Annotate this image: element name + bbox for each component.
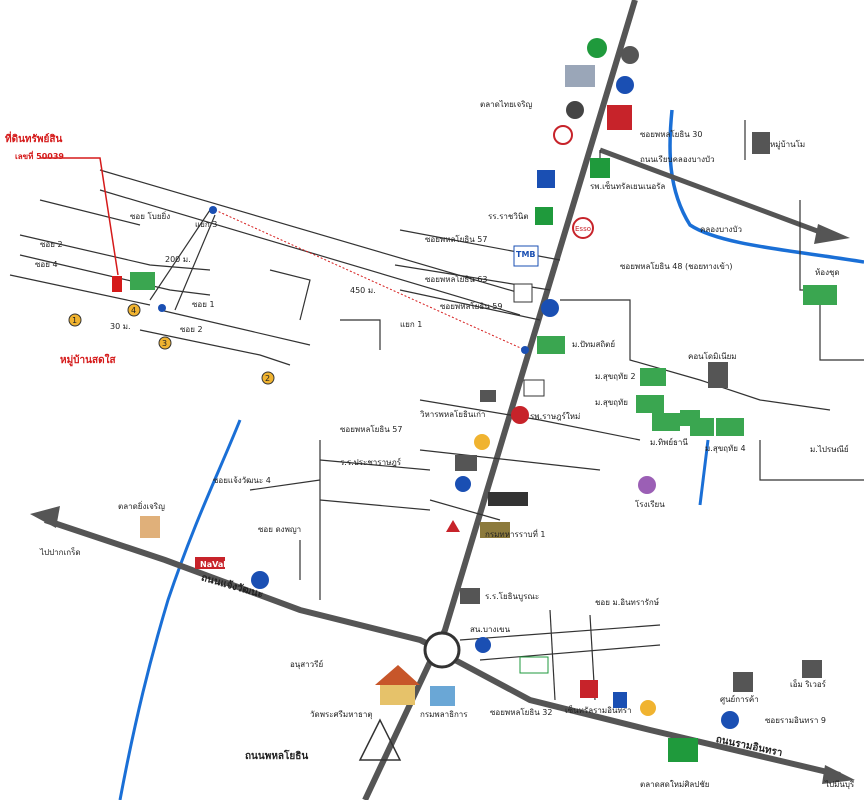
property-pointer	[40, 157, 119, 276]
hospital-label: รพ.เซ็นทรัลเยนเนอรัล	[590, 182, 666, 191]
school-label: รร.ราชวินิต	[488, 212, 529, 221]
phahonyothin-label: ถนนพหลโยธิน	[245, 751, 309, 762]
big-c-label: สน.บางเขน	[470, 625, 511, 634]
soi30-label: ซอยพหลโยธิน 30	[640, 130, 703, 139]
village-label: หมู่บ้านสดใส	[60, 355, 116, 366]
poi-markers	[68, 38, 822, 762]
village-icons	[130, 272, 837, 436]
esso-logo: Esso	[575, 225, 591, 233]
wat-phra-label: วัดพระศรีมหาธาตุ	[310, 710, 373, 719]
soi4-left-label: ซอย 4	[35, 260, 58, 269]
moo3-label: ม.สุขฤทัย	[595, 398, 628, 407]
monument-label: อนุสาวรีย์	[290, 660, 324, 669]
to-pakkret-label: ไปปากเกร็ด	[40, 548, 81, 557]
arrow-west	[30, 506, 60, 528]
to-minburi-label: ไปมีนบุรี	[825, 780, 855, 789]
soi63-label: ซอยพหลโยธิน 63	[425, 275, 488, 284]
poi-number-1: 1	[72, 316, 78, 325]
tmb-logo: TMB	[516, 250, 536, 259]
roundabout	[423, 631, 461, 669]
rrr-label: รพ.ราษฎร์ใหม่	[530, 412, 581, 421]
big-m-label: กรมพลาธิการ	[420, 710, 468, 719]
village-east-label: หมู่บ้านโม	[770, 140, 806, 149]
hospital-b-label: ตลาดยิ่งเจริญ	[118, 502, 165, 511]
road-ramintra	[453, 657, 841, 778]
dept-label: กรมทหารราบที่ 1	[485, 530, 546, 539]
property-marker	[112, 276, 122, 292]
school4-label: ร.ร.โยธินบูรณะ	[485, 592, 540, 601]
soi2-label: ซอย 2	[180, 325, 203, 334]
soi-neighbor-label: ซอย โบยยิ่ง	[130, 212, 171, 221]
canal-east	[668, 109, 864, 264]
canal-road-label: ถนนเรียบคลองบางบัว	[640, 155, 715, 164]
soi59-label: ซอยพหลโยธิน 59	[440, 302, 503, 311]
market-condo-label: คอนโดมิเนียม	[688, 352, 737, 361]
road-alt-label: แยก 1	[400, 320, 423, 329]
moo-far-label: ม.ไปรษณีย์	[810, 445, 849, 454]
distance-30: 30 ม.	[110, 322, 131, 331]
soi57-label: ซอยพหลโยธิน 57	[425, 235, 488, 244]
moo-south-label: ม.สุขฤทัย 4	[705, 444, 746, 453]
poi-number-2: 2	[265, 374, 271, 383]
moo-nine-label: ม.ทิพย์ธานี	[650, 438, 688, 447]
arrow-east-canal	[814, 224, 850, 244]
road-canal	[599, 147, 821, 235]
soi-wattana3-label: ซอย ดงพญา	[258, 525, 302, 534]
distance-200: 200 ม.	[165, 255, 191, 264]
school2-label: ร.ร.ประชาราษฎร์	[340, 458, 402, 467]
market-label: ตลาดไทยเจริญ	[480, 100, 533, 109]
soi48-label: ซอยพหลโยธิน 48 (ชอยทางเข้า)	[620, 262, 733, 271]
distance-450: 450 ม.	[350, 286, 376, 295]
soi2-left-label: ซอย 2	[40, 240, 63, 249]
soi-wattana4-label: ซอยแจ้งวัฒนะ 4	[213, 476, 271, 485]
distance-line	[214, 209, 526, 351]
moo2-label: ม.สุขฤทัย 2	[595, 372, 636, 381]
canal-west	[118, 419, 242, 800]
village-east2-label: ห้องชุด	[815, 268, 840, 277]
soi-v-label: เอ็ม ริเวอร์	[790, 680, 826, 689]
poi-number-4: 4	[131, 306, 137, 315]
soi-samai-label: เซ็นทรัลรามอินทรา	[565, 706, 632, 715]
big-south-label: ตลาดสดใหม่ศิลปชัย	[640, 780, 710, 789]
soi-khan-label: ซอยพหลโยธิน 32	[490, 708, 553, 717]
school3-label: โรงเรียน	[635, 500, 665, 509]
canal-south-east	[698, 439, 710, 506]
canal-name-label: คลองบางบัว	[700, 225, 743, 234]
road-shortcut-label: แยก 3	[195, 220, 218, 229]
property-deed: เลขที่ 50039	[15, 152, 64, 161]
ext-left-label: ศูนย์การค้า	[720, 695, 759, 704]
arrow-southeast	[822, 765, 855, 784]
property-title: ที่ดินทรัพย์สิน	[5, 134, 63, 145]
soi-ram-label: ชอย ม.อินทรารักษ์	[595, 598, 660, 607]
navak-logo: NaVak	[200, 560, 229, 569]
soi57b-label: ซอยพหลโยธิน 57	[340, 425, 403, 434]
soi1-label: ซอย 1	[192, 300, 215, 309]
temple-label: วิหารพหลโยธินเก่า	[420, 410, 486, 419]
moo-east-label: ม.ปัทมสถิตย์	[572, 340, 616, 349]
poi-number-3: 3	[162, 339, 168, 348]
ram9-label: ซอยรามอินทรา 9	[765, 716, 826, 725]
